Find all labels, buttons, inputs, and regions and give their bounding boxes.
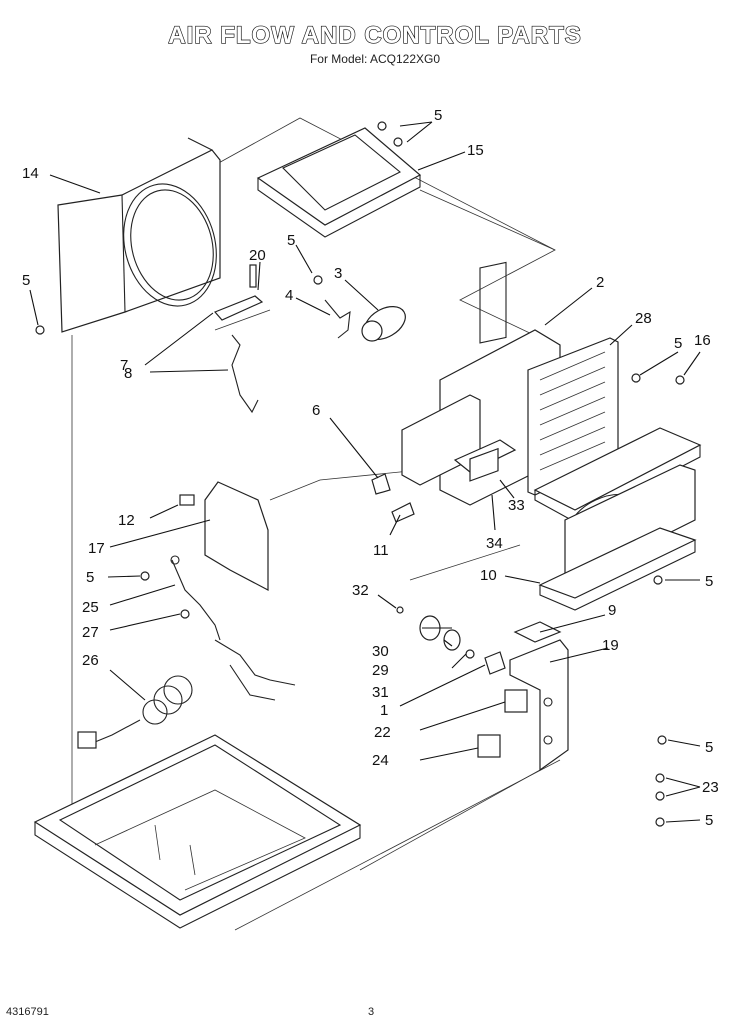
- callout-5-right: 5: [674, 335, 682, 352]
- callout-5-bottom: 5: [705, 812, 713, 829]
- callout-19: 19: [602, 637, 619, 654]
- callout-11: 11: [373, 542, 389, 559]
- callout-5-mid: 5: [86, 569, 94, 586]
- callout-14: 14: [22, 165, 39, 182]
- pad-9-part: [513, 621, 562, 643]
- power-cord-part: [77, 675, 193, 749]
- screw-icons: [35, 275, 685, 827]
- callout-22: 22: [374, 724, 391, 741]
- callout-16: 16: [694, 332, 711, 349]
- callout-5-base: 5: [705, 573, 713, 590]
- base-pan-part: [33, 734, 362, 929]
- wiring-harness-part: [170, 555, 296, 701]
- callout-25: 25: [82, 599, 99, 616]
- callout-32: 32: [352, 582, 369, 599]
- page-title: AIR FLOW AND CONTROL PARTS: [168, 21, 582, 49]
- callout-5-left: 5: [22, 272, 30, 289]
- clip-6-part: [371, 473, 391, 495]
- callout-28: 28: [635, 310, 652, 327]
- control-knob-part: [396, 606, 475, 659]
- callout-34: 34: [486, 535, 503, 552]
- base-support-part: [533, 427, 702, 581]
- callout-4: 4: [285, 287, 293, 304]
- callout-3: 3: [334, 265, 342, 282]
- switch-part: [504, 689, 528, 713]
- callout-27: 27: [82, 624, 99, 641]
- control-bracket-part: [509, 639, 569, 772]
- capacitor-part: [324, 299, 406, 342]
- callout-5-motor: 5: [287, 232, 295, 249]
- callout-5-top: 5: [434, 107, 442, 124]
- callout-12: 12: [118, 512, 135, 529]
- callout-23: 23: [702, 779, 719, 796]
- leader-lines: [29, 121, 701, 823]
- screw-icons-top: [377, 121, 403, 147]
- callout-31: 31: [372, 684, 389, 701]
- callout-2: 2: [596, 274, 604, 291]
- bracket-plate-part: [179, 481, 269, 591]
- bracket-7-part: [213, 264, 264, 321]
- callout-7: 7: [120, 357, 128, 374]
- callout-20: 20: [249, 247, 266, 264]
- rod-8-part: [231, 334, 259, 414]
- callout-10: 10: [480, 567, 497, 584]
- document-number: 4316791: [6, 1006, 49, 1018]
- model-subtitle: For Model: ACQ122XG0: [309, 52, 441, 66]
- callout-24: 24: [372, 752, 389, 769]
- fan-shroud-part: [57, 137, 221, 333]
- thermostat-part: [484, 651, 506, 675]
- callout-8: 8: [124, 365, 132, 382]
- callout-33: 33: [508, 497, 525, 514]
- page-number: 3: [368, 1006, 375, 1018]
- switch-24-part: [477, 734, 501, 758]
- callout-labels: 14 5 15 5 20 3 2 5 4 28 5 16 7 8 6 12 33…: [22, 107, 719, 829]
- top-bracket-part: [256, 127, 422, 238]
- clip-11-part: [391, 502, 415, 523]
- drain-pan-part: [538, 527, 697, 611]
- callout-17: 17: [88, 540, 105, 557]
- callout-26: 26: [82, 652, 99, 669]
- callout-9: 9: [608, 602, 616, 619]
- callout-30: 30: [372, 643, 389, 660]
- callout-29: 29: [372, 662, 389, 679]
- frame-outline: [71, 117, 561, 931]
- callout-5-ctrl: 5: [705, 739, 713, 756]
- callout-6: 6: [312, 402, 320, 419]
- callout-15: 15: [467, 142, 484, 159]
- callout-1: 1: [380, 702, 388, 719]
